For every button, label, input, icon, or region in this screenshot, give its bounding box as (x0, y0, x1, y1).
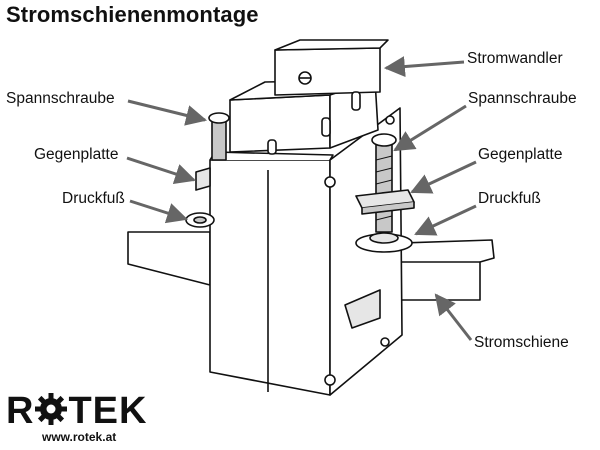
label-gegenplatte-right: Gegenplatte (478, 146, 563, 163)
transformer-body (209, 159, 331, 396)
diagram-title: Stromschienenmontage (6, 2, 259, 27)
leader-druck-left (129, 199, 188, 224)
leader-schiene (434, 293, 473, 341)
label-stromschiene: Stromschiene (474, 334, 569, 351)
logo-url[interactable]: www.rotek.at (42, 430, 117, 444)
label-gegenplatte-left: Gegenplatte (34, 146, 119, 163)
leader-druck-right (414, 204, 477, 236)
leader-spann-left (127, 99, 208, 126)
left-counterplate (195, 167, 211, 191)
left-screw (211, 117, 227, 161)
label-spannschraube-left: Spannschraube (6, 90, 115, 107)
label-druckfuss-left: Druckfuß (62, 190, 125, 207)
gear-icon (35, 393, 68, 425)
logo-text-r: R (6, 390, 35, 432)
logo-text-tek: TEK (68, 390, 148, 432)
label-stromwandler: Stromwandler (467, 50, 563, 67)
leader-spann-right (393, 104, 467, 152)
label-spannschraube-right: Spannschraube (468, 90, 577, 107)
leader-gegen-right (410, 160, 477, 194)
terminal-block (229, 94, 331, 153)
label-druckfuss-right: Druckfuß (478, 190, 541, 207)
leader-gegen-left (126, 156, 196, 185)
leader-stromwandler (383, 56, 465, 78)
busbar (127, 231, 211, 286)
rotek-logo: R TEK (6, 392, 147, 430)
